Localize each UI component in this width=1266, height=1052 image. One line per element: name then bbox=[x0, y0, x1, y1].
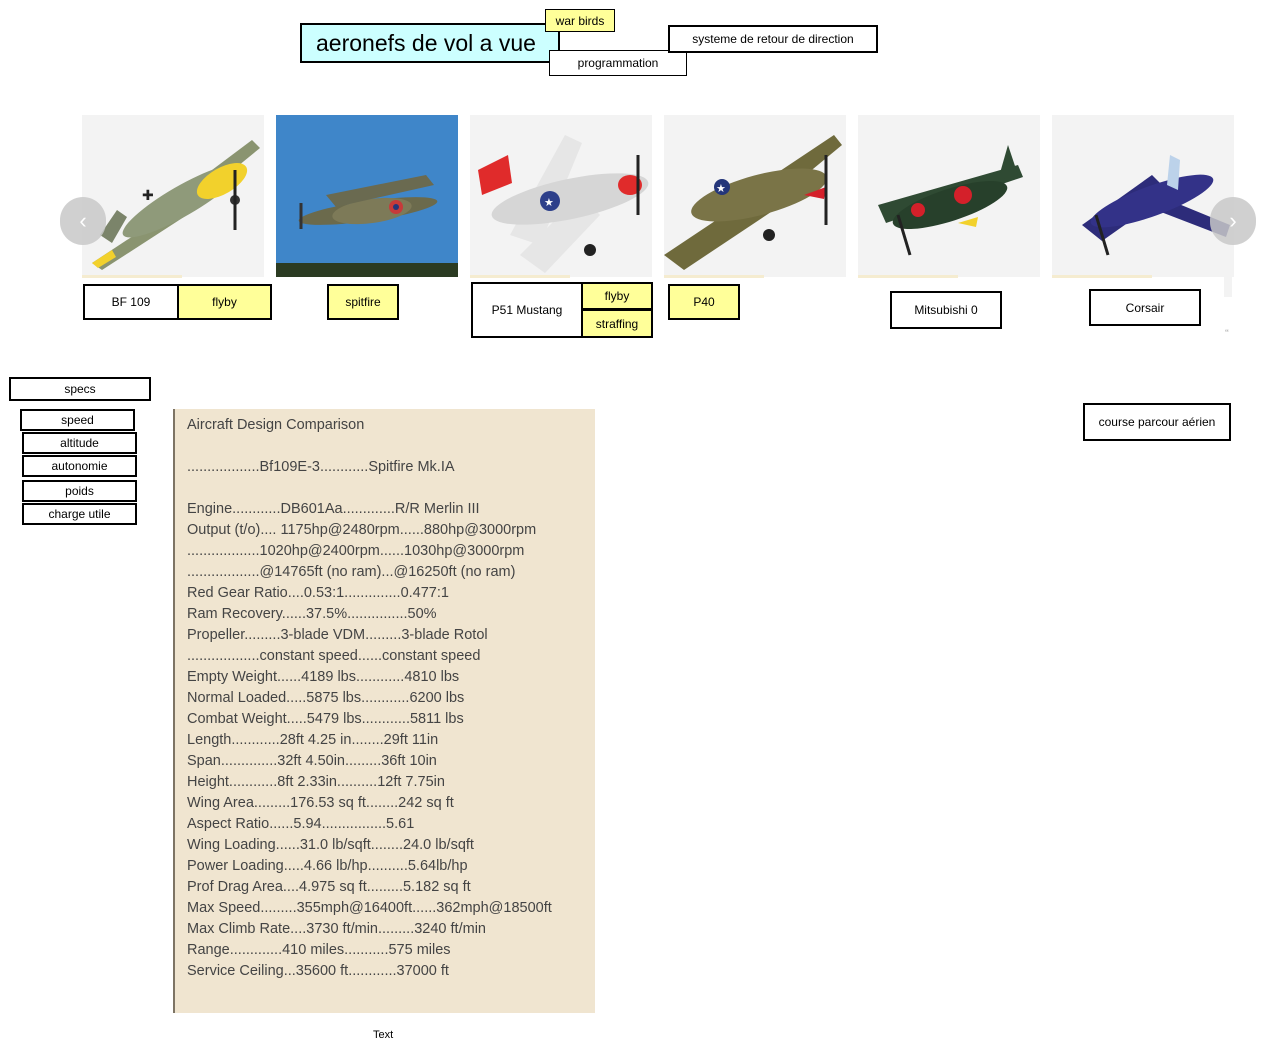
comparison-row: Range.............410 miles...........57… bbox=[187, 942, 451, 958]
p51-straffing-button[interactable]: straffing bbox=[581, 309, 653, 338]
comparison-row: Length............28ft 4.25 in........29… bbox=[187, 732, 439, 748]
comparison-row: Wing Area.........176.53 sq ft........24… bbox=[187, 795, 454, 811]
p51-label-button[interactable]: P51 Mustang bbox=[471, 282, 583, 338]
card-zero[interactable] bbox=[858, 115, 1040, 277]
comparison-row: ..................constant speed......co… bbox=[187, 648, 481, 664]
page-title-text: aeronefs de vol a vue bbox=[316, 29, 536, 56]
comparison-row: ..................@14765ft (no ram)...@1… bbox=[187, 564, 516, 580]
comparison-row: Max Speed.........355mph@16400ft......36… bbox=[187, 900, 552, 916]
comparison-row: Engine............DB601Aa.............R/… bbox=[187, 501, 480, 517]
p40-plane-image: ★ bbox=[664, 115, 846, 277]
p51-flyby-button[interactable]: flyby bbox=[581, 282, 653, 310]
comparison-header-row: ..................Bf109E-3............Sp… bbox=[187, 459, 455, 475]
bf109-label-button[interactable]: BF 109 bbox=[83, 284, 179, 320]
comparison-row: Span..............32ft 4.50in.........36… bbox=[187, 753, 437, 769]
comparison-row: Red Gear Ratio....0.53:1..............0.… bbox=[187, 585, 449, 601]
comparison-row: Power Loading.....4.66 lb/hp..........5.… bbox=[187, 858, 468, 874]
autonomie-button[interactable]: autonomie bbox=[22, 455, 137, 477]
bf109-plane-image: ✚ bbox=[82, 115, 264, 277]
chevron-left-icon: ‹ bbox=[79, 208, 87, 233]
card-edge bbox=[1224, 277, 1232, 297]
comparison-row: ..................1020hp@2400rpm......10… bbox=[187, 543, 525, 559]
svg-text:✚: ✚ bbox=[142, 188, 154, 204]
card-underline bbox=[1052, 275, 1152, 278]
image-caption: Text bbox=[373, 1029, 394, 1041]
comparison-row: Empty Weight......4189 lbs............48… bbox=[187, 669, 460, 685]
bf109-flyby-button[interactable]: flyby bbox=[177, 284, 272, 320]
chevron-right-icon: › bbox=[1229, 208, 1237, 233]
speed-button[interactable]: speed bbox=[20, 409, 135, 431]
comparison-row: Height............8ft 2.33in..........12… bbox=[187, 774, 445, 790]
carousel-prev-button[interactable]: ‹ bbox=[60, 197, 106, 245]
p51-plane-image: ★ bbox=[470, 115, 652, 277]
comparison-row: Output (t/o).... 1175hp@2480rpm......880… bbox=[187, 522, 537, 538]
comparison-row: Propeller.........3-blade VDM.........3-… bbox=[187, 627, 488, 643]
spitfire-plane-image bbox=[276, 115, 458, 277]
page-title: aeronefs de vol a vue bbox=[300, 23, 560, 63]
comparison-row: Normal Loaded.....5875 lbs............62… bbox=[187, 690, 465, 706]
altitude-button[interactable]: altitude bbox=[22, 432, 137, 454]
corsair-label-button[interactable]: Corsair bbox=[1089, 289, 1201, 326]
zero-plane-image bbox=[858, 115, 1040, 277]
comparison-row: Wing Loading......31.0 lb/sqft........24… bbox=[187, 837, 474, 853]
comparison-title: Aircraft Design Comparison bbox=[187, 417, 365, 433]
comparison-row: Aspect Ratio......5.94................5.… bbox=[187, 816, 415, 832]
stray-mark: ‘‘ bbox=[1225, 328, 1229, 338]
card-underline bbox=[858, 275, 958, 278]
aircraft-comparison-panel: Aircraft Design Comparison .............… bbox=[173, 409, 595, 1013]
comparison-row: Ram Recovery......37.5%...............50… bbox=[187, 606, 437, 622]
poids-button[interactable]: poids bbox=[22, 480, 137, 502]
comparison-row: Prof Drag Area....4.975 sq ft.........5.… bbox=[187, 879, 471, 895]
card-p51[interactable]: ★ bbox=[470, 115, 652, 277]
course-parcour-aerien-button[interactable]: course parcour aérien bbox=[1083, 403, 1231, 441]
systeme-retour-direction-button[interactable]: systeme de retour de direction bbox=[668, 25, 878, 53]
charge-utile-button[interactable]: charge utile bbox=[22, 503, 137, 525]
card-underline bbox=[82, 275, 182, 278]
comparison-row: Combat Weight.....5479 lbs............58… bbox=[187, 711, 464, 727]
programmation-button[interactable]: programmation bbox=[549, 50, 687, 76]
card-bf109[interactable]: ✚ bbox=[82, 115, 264, 277]
card-spitfire[interactable] bbox=[276, 115, 458, 277]
card-corsair[interactable] bbox=[1052, 115, 1234, 277]
svg-text:★: ★ bbox=[716, 182, 726, 195]
corsair-plane-image bbox=[1052, 115, 1234, 277]
svg-text:★: ★ bbox=[544, 196, 554, 209]
spitfire-label-button[interactable]: spitfire bbox=[327, 284, 399, 320]
carousel-next-button[interactable]: › bbox=[1210, 197, 1256, 245]
comparison-row: Service Ceiling...35600 ft............37… bbox=[187, 963, 449, 979]
p40-label-button[interactable]: P40 bbox=[668, 284, 740, 320]
card-underline bbox=[470, 275, 570, 278]
specs-button[interactable]: specs bbox=[9, 377, 151, 401]
card-underline bbox=[664, 275, 764, 278]
comparison-row: Max Climb Rate....3730 ft/min.........32… bbox=[187, 921, 486, 937]
zero-label-button[interactable]: Mitsubishi 0 bbox=[890, 291, 1002, 329]
card-p40[interactable]: ★ bbox=[664, 115, 846, 277]
war-birds-button[interactable]: war birds bbox=[545, 9, 615, 32]
